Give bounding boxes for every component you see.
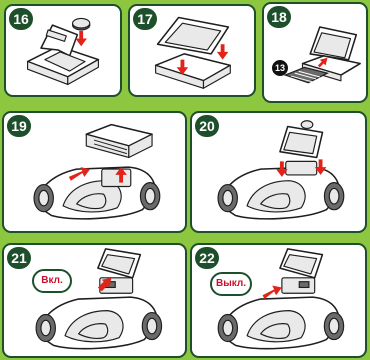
press-arrow-left (276, 161, 288, 177)
press-arrow-right (314, 159, 327, 175)
battery-cover-illustration (154, 16, 232, 89)
battery-holder-illustration (26, 17, 100, 86)
step-17-panel: 17 (128, 4, 256, 97)
switch-on-illustration (35, 248, 163, 350)
step-22-panel: 22 Выкл. (190, 243, 367, 358)
switch-arrow (97, 277, 112, 292)
step-20-panel: 20 (190, 111, 367, 233)
switch-arrow (262, 285, 282, 300)
step-20-number: 20 (195, 115, 219, 137)
step-18-panel: 18 13 (262, 2, 368, 103)
insert-arrow-right (115, 167, 127, 183)
insert-arrow (75, 30, 87, 47)
step-16-number: 16 (9, 8, 33, 30)
step-22-number: 22 (195, 247, 219, 269)
switch-off-illustration (217, 248, 345, 350)
car-with-module-illustration (33, 123, 161, 220)
insert-arrow-left (68, 167, 91, 181)
step-19-panel: 19 (2, 111, 187, 233)
battery-module-illustration (283, 26, 361, 84)
car-cover-illustration (217, 120, 345, 220)
press-arrow-right (216, 44, 229, 60)
press-arrow-left (176, 59, 189, 75)
sub-step-13-badge: 13 (272, 60, 288, 76)
step-19-number: 19 (7, 115, 31, 137)
off-label: Выкл. (210, 272, 252, 296)
step-16-panel: 16 (4, 4, 122, 97)
step-21-panel: 21 Вкл. (2, 243, 187, 358)
step-17-number: 17 (133, 8, 157, 30)
step-18-number: 18 (267, 6, 291, 28)
step-21-number: 21 (7, 247, 31, 269)
on-label: Вкл. (32, 269, 72, 293)
